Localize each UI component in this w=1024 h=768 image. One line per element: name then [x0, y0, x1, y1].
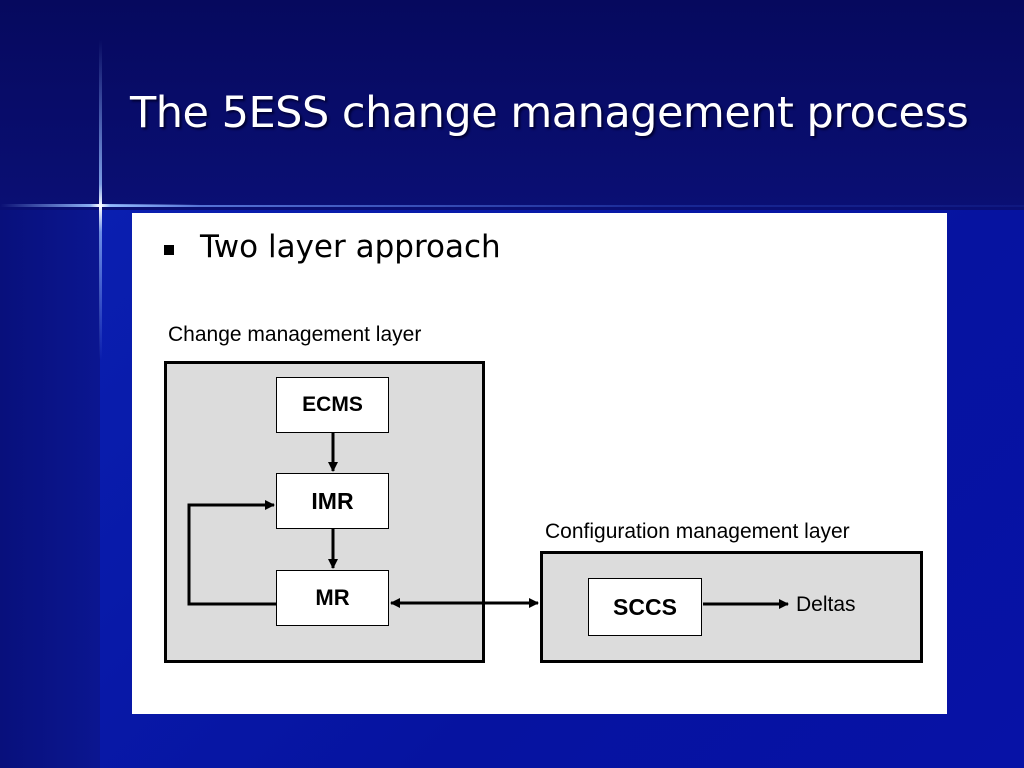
- node-mr: MR: [276, 570, 389, 626]
- config-layer-label: Configuration management layer: [545, 520, 850, 543]
- edge-mr-loop-to-imr: [187, 500, 276, 606]
- bullet-text: Two layer approach: [200, 229, 501, 265]
- horizontal-rule: [100, 205, 1024, 207]
- node-imr: IMR: [276, 473, 389, 529]
- background-left-band: [0, 210, 100, 768]
- node-sccs: SCCS: [588, 578, 702, 636]
- change-layer-label: Change management layer: [168, 323, 422, 346]
- node-ecms: ECMS: [276, 377, 389, 433]
- deltas-label: Deltas: [796, 593, 856, 616]
- slide-title: The 5ESS change management process: [130, 88, 969, 138]
- sparkle-vertical: [99, 40, 102, 360]
- bullet-square-icon: [164, 245, 174, 255]
- background-top: [0, 0, 1024, 210]
